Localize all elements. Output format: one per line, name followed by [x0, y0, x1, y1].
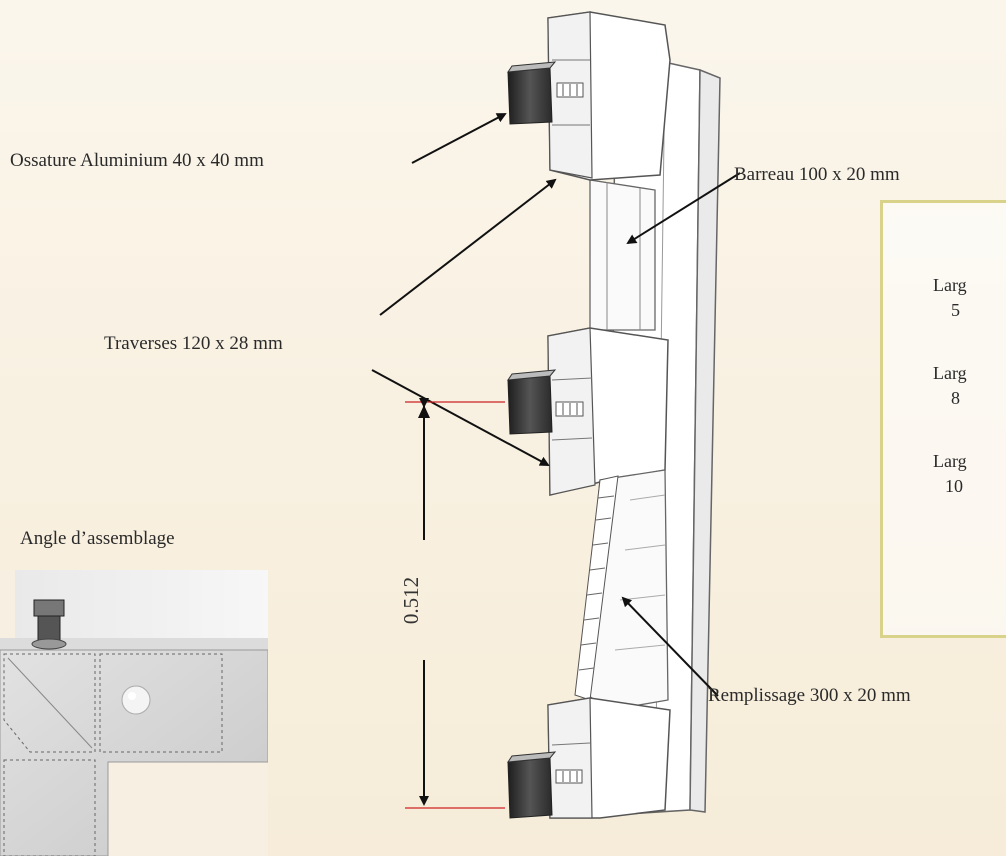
arrow-remplissage	[621, 596, 719, 697]
label-remplissage: Remplissage 300 x 20 mm	[708, 685, 911, 706]
info-line-1: Larg	[933, 275, 967, 295]
aluminium-middle	[507, 369, 557, 435]
traverse-top	[547, 11, 671, 181]
arrow-traverse-top	[379, 178, 557, 316]
info-line-6: 10	[945, 476, 963, 496]
info-box: Larg 5 Larg 8 Larg 10	[880, 200, 1006, 638]
aluminium-top	[507, 61, 557, 125]
arrow-traverse-bottom	[371, 369, 550, 466]
info-line-2: 5	[951, 300, 960, 320]
label-angle: Angle d’assemblage	[20, 528, 175, 549]
label-ossature: Ossature Aluminium 40 x 40 mm	[10, 150, 264, 171]
assembly-corner-photo	[0, 570, 268, 856]
remplissage-profile	[574, 469, 669, 711]
traverse-bottom	[547, 697, 671, 819]
arrow-barreau	[626, 172, 741, 245]
traverse-middle	[547, 327, 669, 496]
label-traverses: Traverses 120 x 28 mm	[104, 333, 283, 354]
arrow-ossature	[411, 113, 507, 164]
barreau-profile	[589, 179, 656, 331]
info-line-3: Larg	[933, 363, 967, 383]
label-barreau: Barreau 100 x 20 mm	[734, 164, 900, 185]
info-line-4: 8	[951, 388, 960, 408]
aluminium-bottom	[507, 751, 557, 819]
info-line-5: Larg	[933, 451, 967, 471]
dimension-indicator	[405, 398, 505, 809]
dimension-value: 0.512	[399, 576, 424, 625]
